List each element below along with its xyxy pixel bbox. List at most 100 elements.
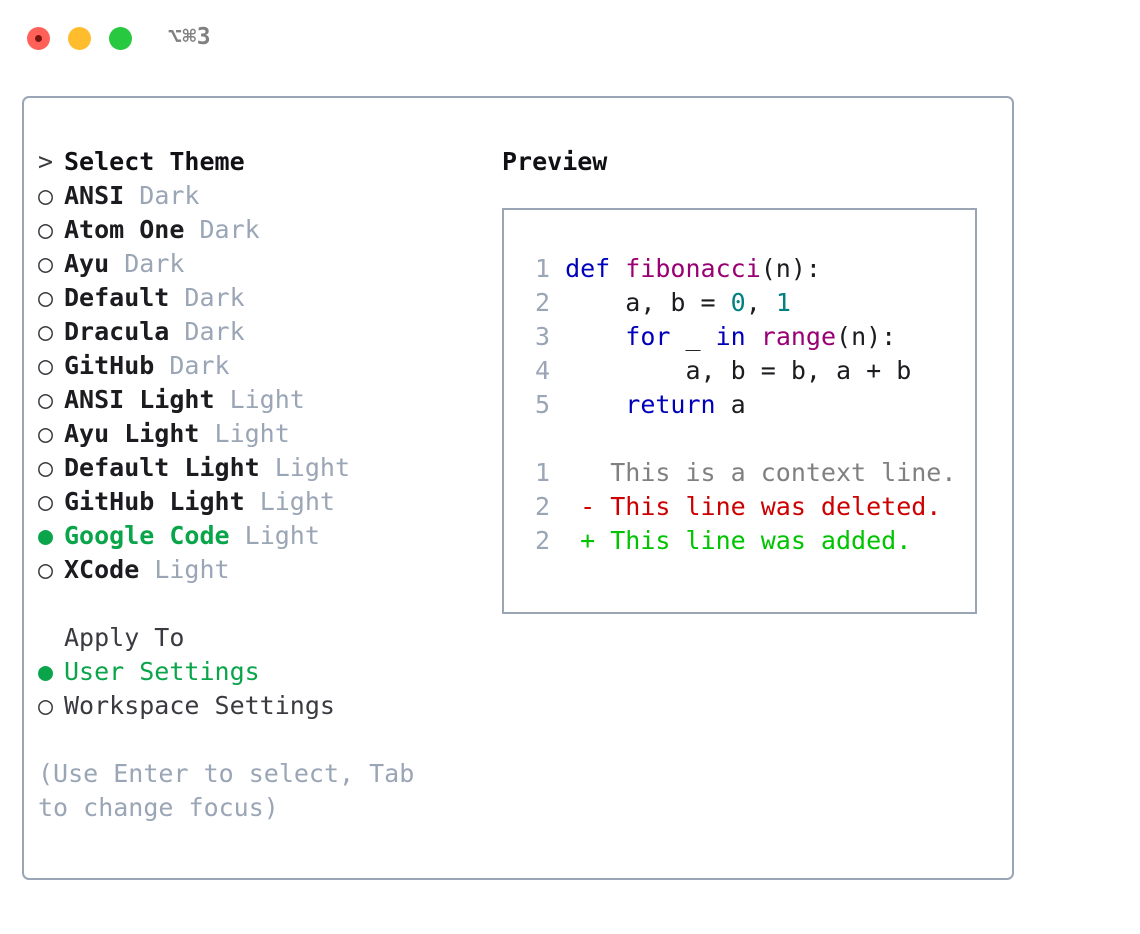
radio-unselected-icon[interactable]: ○ (38, 419, 54, 448)
spacer (38, 621, 64, 655)
theme-name: Default Light (64, 453, 260, 482)
radio-unselected-icon[interactable]: ○ (38, 181, 54, 210)
code-token (565, 390, 625, 419)
theme-name: Google Code (64, 521, 230, 550)
theme-variant-badge: Dark (124, 249, 185, 278)
code-token: (n): (760, 254, 821, 283)
code-token: 0 (730, 288, 746, 317)
diff-line-number: 2 (534, 526, 550, 555)
window-title: ⌥⌘3 (168, 24, 212, 50)
code-token (610, 254, 625, 283)
radio-selected-icon[interactable]: ● (38, 521, 54, 550)
code-token: (n): (836, 322, 897, 351)
code-token: range (760, 322, 837, 351)
theme-list-item[interactable]: ○ ANSI Dark (38, 179, 488, 213)
theme-variant-badge: Dark (139, 181, 200, 210)
spacer (154, 351, 169, 380)
radio-unselected-icon[interactable]: ○ (38, 487, 54, 516)
radio-unselected-icon[interactable]: ○ (38, 317, 54, 346)
radio-unselected-icon[interactable]: ○ (38, 215, 54, 244)
code-line-number: 5 (534, 390, 550, 419)
theme-name: Default (64, 283, 170, 312)
code-token: a (715, 390, 746, 419)
diff-line-number: 1 (534, 458, 550, 487)
spacer (169, 317, 184, 346)
preview-pane: Preview 1 def fibonacci(n):2 a, b = 0, 1… (502, 145, 992, 614)
theme-list-item[interactable]: ○ ANSI Light Light (38, 383, 488, 417)
spacer (199, 419, 214, 448)
diff-marker: + (580, 526, 611, 555)
radio-unselected-icon[interactable]: ○ (38, 691, 54, 720)
code-token (565, 322, 625, 351)
spacer (245, 487, 260, 516)
theme-name: Ayu Light (64, 419, 200, 448)
apply-to-option[interactable]: ○Workspace Settings (38, 689, 488, 723)
theme-list-item[interactable]: ○ Ayu Light Light (38, 417, 488, 451)
theme-list-item[interactable]: ○ Atom One Dark (38, 213, 488, 247)
picker-heading: >Select Theme (38, 145, 488, 179)
spacer (139, 555, 154, 584)
diff-line: 2 - This line was deleted. (522, 490, 956, 524)
theme-list-item[interactable]: ○Dracula Dark (38, 315, 488, 349)
theme-variant-badge: Light (214, 419, 290, 448)
window-titlebar: ⌥⌘3 (0, 0, 1140, 78)
code-token (746, 322, 761, 351)
radio-unselected-icon[interactable]: ○ (38, 249, 54, 278)
keyboard-hint: (Use Enter to select, Tab to change focu… (38, 759, 430, 822)
spacer (260, 453, 275, 482)
theme-name: GitHub (64, 351, 155, 380)
apply-to-list: ●User Settings○Workspace Settings (38, 655, 488, 723)
radio-unselected-icon[interactable]: ○ (38, 351, 54, 380)
radio-unselected-icon[interactable]: ○ (38, 555, 54, 584)
code-line-number: 3 (534, 322, 550, 351)
code-token: , (745, 288, 776, 317)
theme-variant-badge: Dark (184, 283, 245, 312)
theme-list-item[interactable]: ○ Ayu Dark (38, 247, 488, 281)
diff-line: 2 + This line was added. (522, 524, 956, 558)
preview-title: Preview (502, 147, 608, 176)
theme-list-item[interactable]: ○ Default Dark (38, 281, 488, 315)
theme-picker: >Select Theme ○ANSI Dark○Atom One Dark○A… (38, 145, 488, 825)
apply-to-label: Apply To (64, 623, 185, 652)
diff-line: 1 This is a context line. (522, 456, 956, 490)
code-line-number: 1 (534, 254, 550, 283)
theme-name: Ayu (64, 249, 110, 278)
spacer (215, 385, 230, 414)
theme-name: ANSI (64, 181, 125, 210)
radio-unselected-icon[interactable]: ○ (38, 283, 54, 312)
code-line-number: 4 (534, 356, 550, 385)
theme-variant-badge: Light (154, 555, 230, 584)
code-line: 3 for _ in range(n): (522, 320, 956, 354)
diff-marker (580, 458, 610, 487)
spacer (124, 181, 139, 210)
theme-variant-badge: Dark (199, 215, 260, 244)
diff-text: This line was deleted. (610, 492, 942, 521)
minimize-window-button[interactable] (68, 27, 91, 50)
diff-text: This line was added. (610, 526, 912, 555)
theme-variant-badge: Light (244, 521, 320, 550)
theme-name: ANSI Light (64, 385, 215, 414)
code-token: def (565, 254, 611, 283)
theme-list-item[interactable]: ○XCode Light (38, 553, 488, 587)
theme-list-item[interactable]: ○GitHub Dark (38, 349, 488, 383)
theme-name: Atom One (64, 215, 185, 244)
theme-list-item[interactable]: ○ Default Light Light (38, 451, 488, 485)
theme-list-item[interactable]: ● Google Code Light (38, 519, 488, 553)
apply-to-option[interactable]: ●User Settings (38, 655, 488, 689)
close-window-button[interactable] (27, 27, 50, 50)
theme-list-item[interactable]: ○GitHub Light Light (38, 485, 488, 519)
spacer (169, 283, 184, 312)
apply-to-group: Apply To ●User Settings○Workspace Settin… (38, 621, 488, 723)
radio-selected-icon[interactable]: ● (38, 657, 54, 686)
maximize-window-button[interactable] (109, 27, 132, 50)
spacer (109, 249, 124, 278)
theme-name: Dracula (64, 317, 170, 346)
theme-variant-badge: Light (274, 453, 350, 482)
code-token: a, b = (565, 288, 731, 317)
radio-unselected-icon[interactable]: ○ (38, 385, 54, 414)
radio-unselected-icon[interactable]: ○ (38, 453, 54, 482)
theme-variant-badge: Light (229, 385, 305, 414)
